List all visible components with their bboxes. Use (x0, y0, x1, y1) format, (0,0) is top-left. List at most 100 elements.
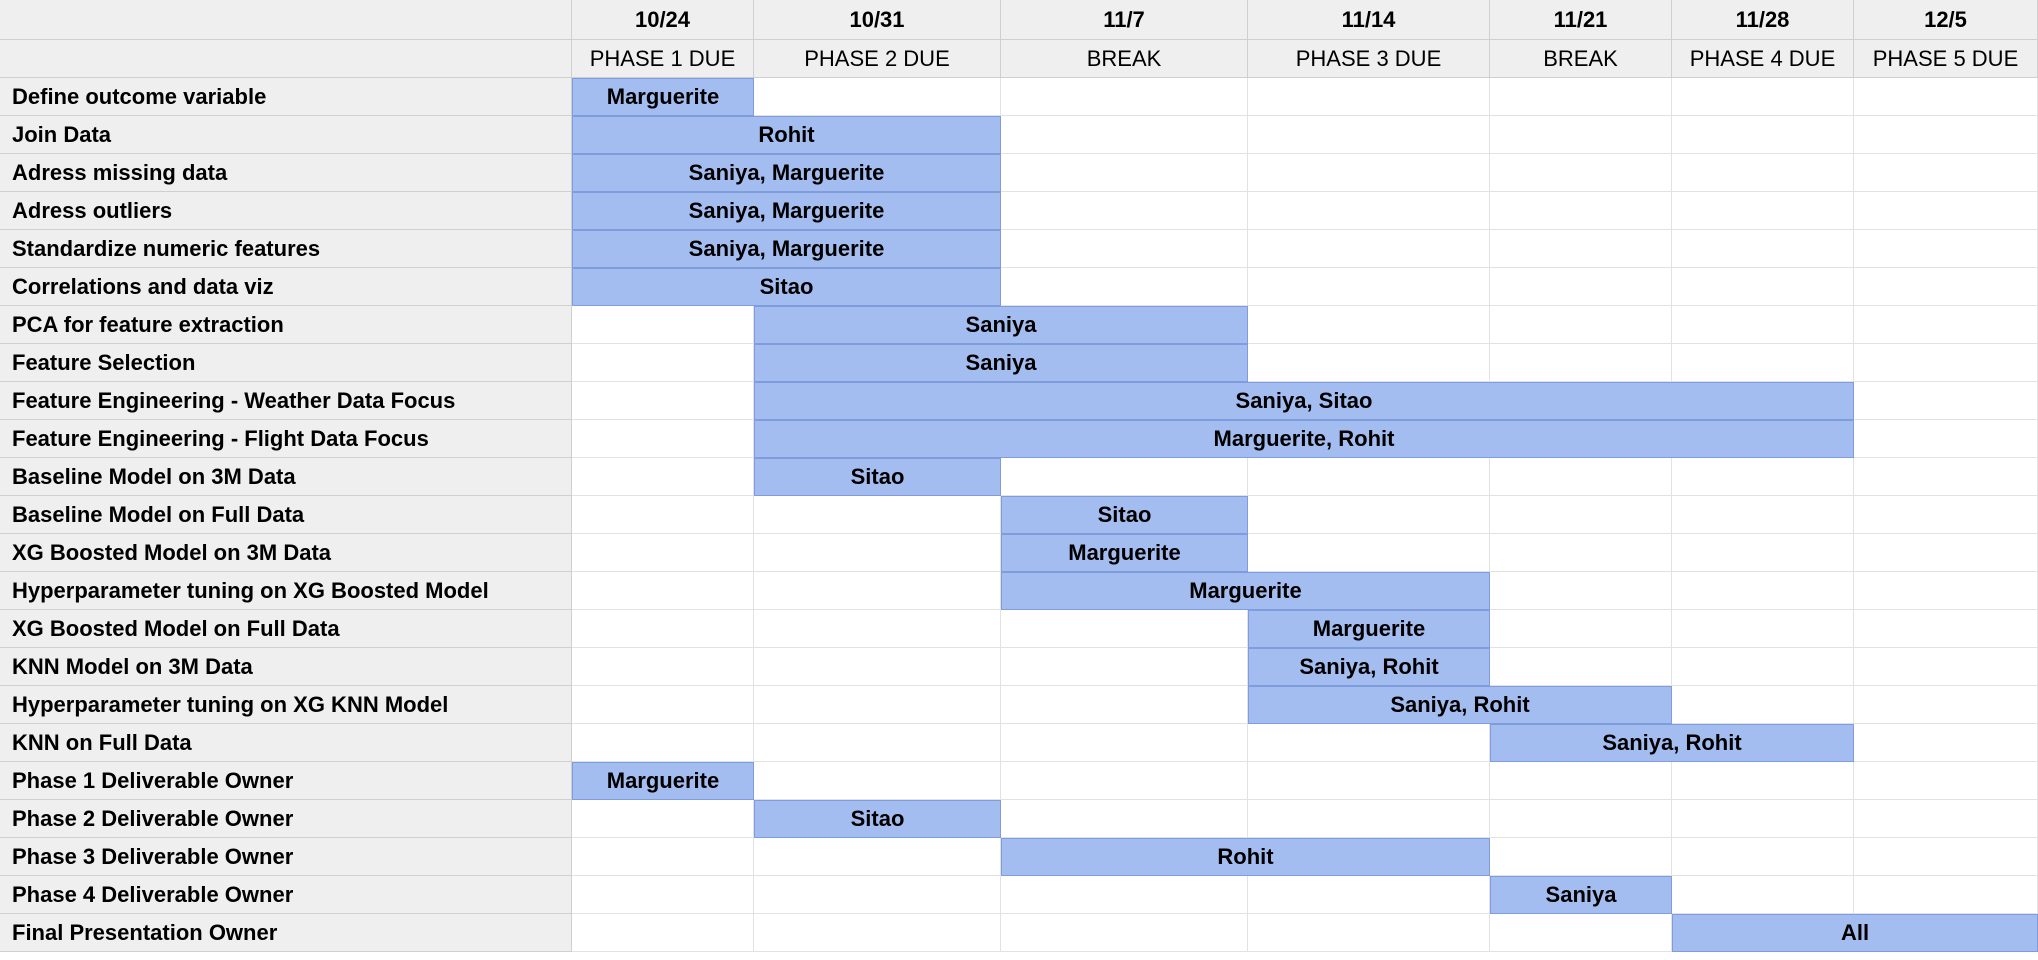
grid-cell[interactable] (1001, 648, 1248, 686)
column-header-date[interactable]: 10/24 (572, 0, 754, 40)
column-header-phase[interactable]: BREAK (1001, 40, 1248, 78)
grid-cell[interactable] (572, 686, 754, 724)
grid-cell[interactable] (1854, 876, 2038, 914)
task-label-cell[interactable]: Phase 4 Deliverable Owner (0, 876, 572, 914)
grid-cell[interactable] (1854, 458, 2038, 496)
grid-cell[interactable] (1001, 762, 1248, 800)
grid-cell[interactable] (1490, 344, 1672, 382)
task-label-cell[interactable]: KNN Model on 3M Data (0, 648, 572, 686)
grid-cell[interactable] (754, 496, 1001, 534)
grid-cell[interactable] (1248, 724, 1490, 762)
assignment-bar[interactable]: Marguerite, Rohit (754, 420, 1854, 458)
task-label-cell[interactable]: Feature Selection (0, 344, 572, 382)
grid-cell[interactable] (1490, 268, 1672, 306)
grid-cell[interactable] (1248, 496, 1490, 534)
grid-cell[interactable] (1490, 306, 1672, 344)
grid-cell[interactable] (1854, 116, 2038, 154)
grid-cell[interactable] (1490, 154, 1672, 192)
grid-cell[interactable] (1001, 876, 1248, 914)
assignment-bar[interactable]: Sitao (572, 268, 1001, 306)
grid-cell[interactable] (1854, 534, 2038, 572)
grid-cell[interactable] (1248, 116, 1490, 154)
assignment-bar[interactable]: Saniya, Rohit (1490, 724, 1854, 762)
grid-cell[interactable] (1672, 610, 1854, 648)
grid-cell[interactable] (1854, 496, 2038, 534)
task-label-cell[interactable]: Baseline Model on 3M Data (0, 458, 572, 496)
grid-cell[interactable] (1490, 116, 1672, 154)
grid-cell[interactable] (572, 648, 754, 686)
grid-cell[interactable] (754, 724, 1001, 762)
assignment-bar[interactable]: Marguerite (1001, 572, 1490, 610)
grid-cell[interactable] (1672, 230, 1854, 268)
grid-cell[interactable] (572, 382, 754, 420)
grid-cell[interactable] (1490, 534, 1672, 572)
task-label-cell[interactable]: Define outcome variable (0, 78, 572, 116)
grid-cell[interactable] (1001, 686, 1248, 724)
grid-cell[interactable] (572, 800, 754, 838)
task-label-cell[interactable]: Baseline Model on Full Data (0, 496, 572, 534)
grid-cell[interactable] (1854, 724, 2038, 762)
assignment-bar[interactable]: Marguerite (1001, 534, 1248, 572)
assignment-bar[interactable]: Rohit (1001, 838, 1490, 876)
grid-cell[interactable] (1854, 838, 2038, 876)
task-label-cell[interactable]: Phase 1 Deliverable Owner (0, 762, 572, 800)
task-label-cell[interactable]: Phase 2 Deliverable Owner (0, 800, 572, 838)
assignment-bar[interactable]: Saniya (754, 306, 1248, 344)
grid-cell[interactable] (1672, 192, 1854, 230)
assignment-bar[interactable]: Saniya (754, 344, 1248, 382)
task-label-cell[interactable]: Adress missing data (0, 154, 572, 192)
grid-cell[interactable] (1490, 496, 1672, 534)
grid-cell[interactable] (754, 648, 1001, 686)
grid-cell[interactable] (1490, 230, 1672, 268)
grid-cell[interactable] (1672, 154, 1854, 192)
grid-cell[interactable] (1672, 762, 1854, 800)
grid-cell[interactable] (1854, 306, 2038, 344)
task-label-cell[interactable]: Feature Engineering - Flight Data Focus (0, 420, 572, 458)
grid-cell[interactable] (572, 496, 754, 534)
grid-cell[interactable] (1001, 458, 1248, 496)
grid-cell[interactable] (1248, 344, 1490, 382)
grid-cell[interactable] (754, 610, 1001, 648)
grid-cell[interactable] (754, 78, 1001, 116)
grid-cell[interactable] (1490, 78, 1672, 116)
grid-cell[interactable] (1248, 762, 1490, 800)
assignment-bar[interactable]: Sitao (754, 800, 1001, 838)
grid-cell[interactable] (1248, 458, 1490, 496)
task-label-cell[interactable]: Join Data (0, 116, 572, 154)
grid-cell[interactable] (1672, 116, 1854, 154)
grid-cell[interactable] (1001, 914, 1248, 952)
grid-cell[interactable] (1490, 458, 1672, 496)
task-label-cell[interactable]: XG Boosted Model on Full Data (0, 610, 572, 648)
grid-cell[interactable] (1672, 686, 1854, 724)
grid-cell[interactable] (1854, 762, 2038, 800)
assignment-bar[interactable]: Saniya, Marguerite (572, 154, 1001, 192)
header-corner-cell[interactable] (0, 0, 572, 40)
grid-cell[interactable] (1854, 686, 2038, 724)
grid-cell[interactable] (1672, 876, 1854, 914)
grid-cell[interactable] (1248, 268, 1490, 306)
task-label-cell[interactable]: KNN on Full Data (0, 724, 572, 762)
assignment-bar[interactable]: All (1672, 914, 2038, 952)
grid-cell[interactable] (572, 306, 754, 344)
grid-cell[interactable] (754, 572, 1001, 610)
grid-cell[interactable] (1001, 800, 1248, 838)
grid-cell[interactable] (1490, 838, 1672, 876)
grid-cell[interactable] (754, 534, 1001, 572)
grid-cell[interactable] (754, 686, 1001, 724)
grid-cell[interactable] (572, 876, 754, 914)
grid-cell[interactable] (1672, 344, 1854, 382)
assignment-bar[interactable]: Marguerite (572, 762, 754, 800)
grid-cell[interactable] (572, 572, 754, 610)
grid-cell[interactable] (572, 344, 754, 382)
grid-cell[interactable] (572, 914, 754, 952)
grid-cell[interactable] (1490, 610, 1672, 648)
grid-cell[interactable] (1490, 192, 1672, 230)
grid-cell[interactable] (572, 420, 754, 458)
assignment-bar[interactable]: Saniya, Sitao (754, 382, 1854, 420)
grid-cell[interactable] (1672, 268, 1854, 306)
grid-cell[interactable] (1001, 192, 1248, 230)
grid-cell[interactable] (1854, 192, 2038, 230)
grid-cell[interactable] (1672, 838, 1854, 876)
column-header-phase[interactable]: BREAK (1490, 40, 1672, 78)
grid-cell[interactable] (572, 458, 754, 496)
